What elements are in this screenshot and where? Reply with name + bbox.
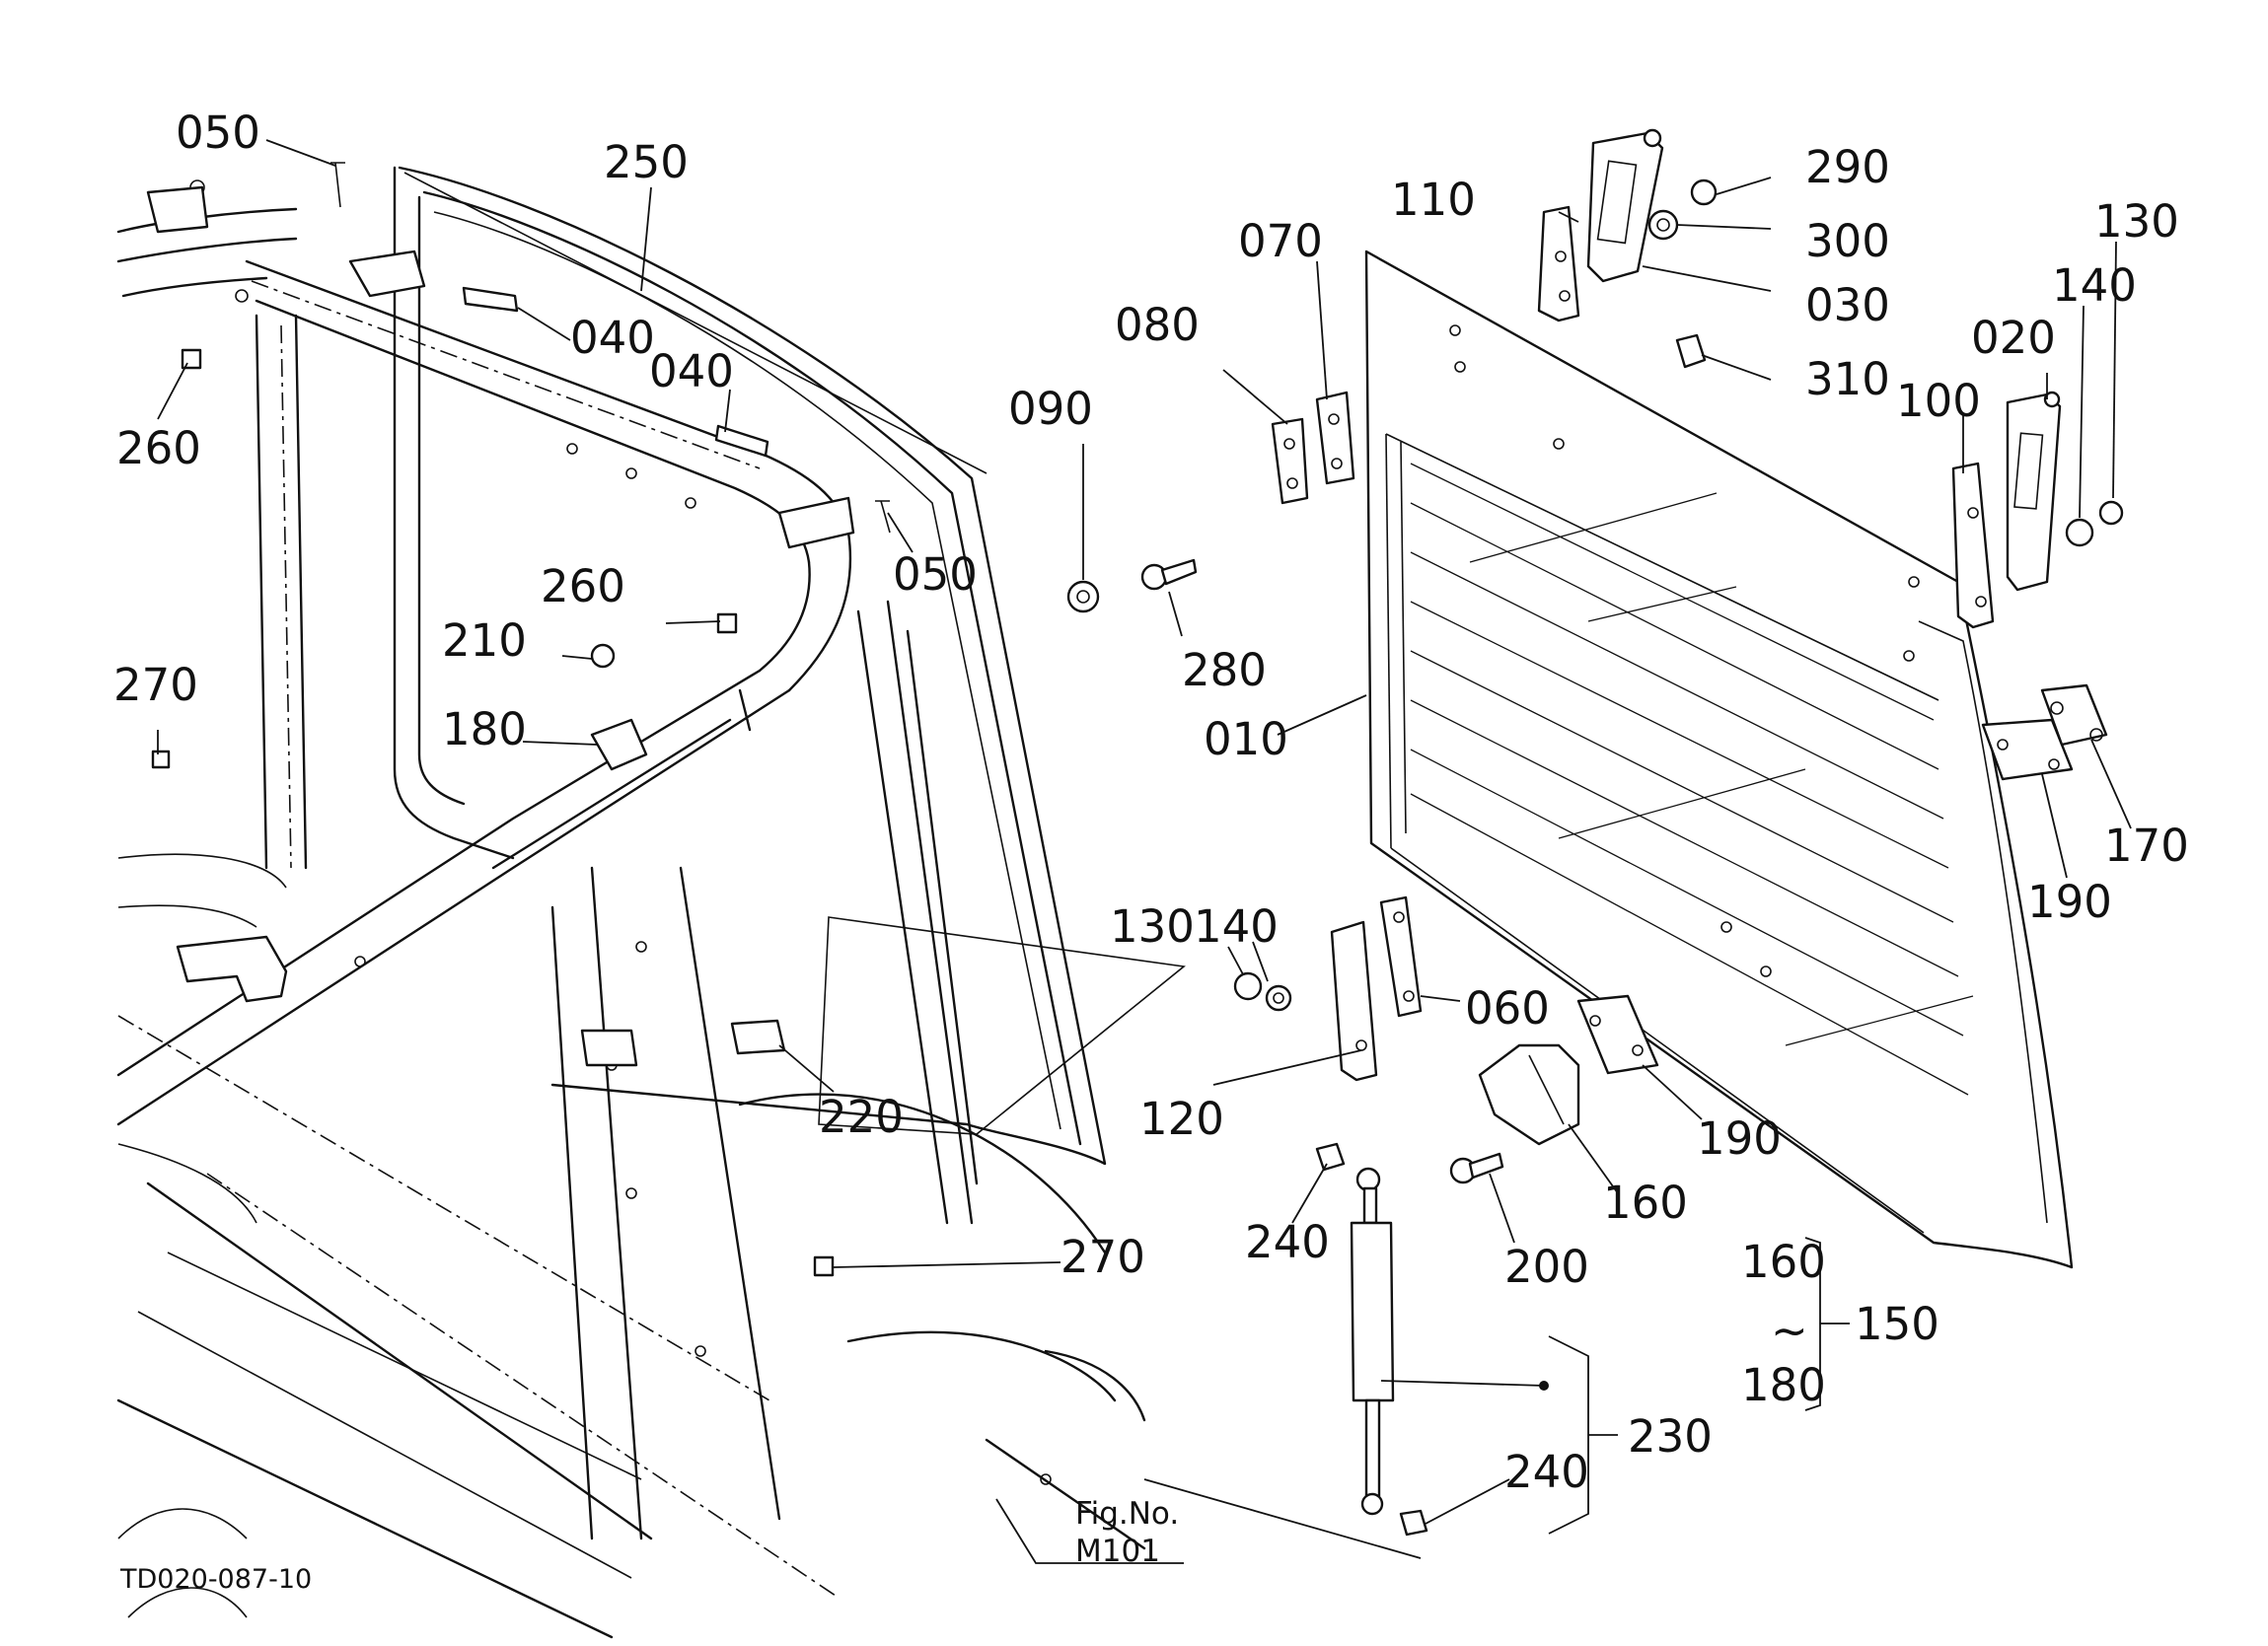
small-parts-left xyxy=(151,162,891,1277)
drawing-code: TD020-087-10 xyxy=(119,1564,312,1595)
callout-260b: 260 xyxy=(541,560,625,612)
callout-090: 090 xyxy=(1008,383,1093,435)
latch-160 xyxy=(1478,1043,1580,1146)
nut-290-washer-300 xyxy=(1647,179,1718,241)
callout-070: 070 xyxy=(1238,215,1323,267)
cap-270a xyxy=(151,750,171,769)
callout-170: 170 xyxy=(2104,820,2189,872)
callout-010: 010 xyxy=(1204,713,1288,765)
callout-230: 230 xyxy=(1628,1410,1713,1463)
hinge-bracket-020 xyxy=(2006,391,2062,592)
callout-210: 210 xyxy=(442,614,527,667)
bolt-200 xyxy=(1449,1152,1504,1184)
figure-ref-label: Fig.No. xyxy=(1075,1496,1179,1532)
callout-270a: 270 xyxy=(113,659,198,711)
bracket-180 xyxy=(590,718,648,771)
cap-270b xyxy=(813,1255,835,1277)
callout-130a: 130 xyxy=(2094,195,2179,248)
callout-050b: 050 xyxy=(893,548,978,601)
callout-110: 110 xyxy=(1391,174,1476,226)
nut-130-washer-140-upper xyxy=(2065,500,2124,547)
hinge-bracket-030 xyxy=(1586,128,1664,283)
callout-240a: 240 xyxy=(1245,1216,1330,1268)
clip-050b xyxy=(875,500,891,534)
callout-260a: 260 xyxy=(116,422,201,474)
callout-240b: 240 xyxy=(1504,1446,1589,1498)
callout-040b: 040 xyxy=(649,345,734,397)
callout-040a: 040 xyxy=(570,312,655,364)
plate-070-080 xyxy=(1271,391,1355,505)
callout-180a: 180 xyxy=(442,703,527,755)
leader-lines xyxy=(157,139,2132,1564)
callout-130b: 130 xyxy=(1110,900,1195,953)
callout-020: 020 xyxy=(1971,312,2056,364)
callout-160b: 160 xyxy=(1741,1236,1826,1288)
callout-300: 300 xyxy=(1805,215,1890,267)
callout-050a: 050 xyxy=(176,107,260,159)
spacer-110 xyxy=(1537,205,1580,322)
callout-100: 100 xyxy=(1896,375,1981,427)
callout-190b: 190 xyxy=(1697,1112,1782,1165)
callout-160a: 160 xyxy=(1603,1177,1688,1229)
figure-ref-number: M101 xyxy=(1075,1534,1160,1569)
cap-260a xyxy=(181,348,202,370)
plate-190-lower xyxy=(1576,994,1659,1075)
pin-040a xyxy=(462,286,519,313)
callout-310: 310 xyxy=(1805,353,1890,405)
gas-strut-230 xyxy=(1350,1167,1395,1516)
callout-200: 200 xyxy=(1504,1241,1589,1293)
screw-210 xyxy=(590,643,616,669)
nut-130-washer-140-lower xyxy=(1233,971,1292,1012)
pin-040b xyxy=(714,424,769,458)
rear-window-glass-250 xyxy=(398,166,1107,1166)
bracket-220 xyxy=(730,1019,786,1055)
callout-140b: 140 xyxy=(1194,900,1279,953)
callout-labels: 050 250 040 040 050 260 260 210 180 270 … xyxy=(113,107,2189,1595)
cap-260b xyxy=(716,612,738,634)
range-tilde: ~ xyxy=(1771,1305,1808,1357)
nut-090 xyxy=(1066,580,1100,613)
callout-140a: 140 xyxy=(2052,259,2137,312)
cab-frame xyxy=(116,166,1186,1639)
callout-180b: 180 xyxy=(1741,1359,1826,1411)
callout-190a: 190 xyxy=(2027,876,2112,928)
spacer-100 xyxy=(1951,462,1995,629)
door-glass-010 xyxy=(1364,250,2074,1269)
callout-250: 250 xyxy=(604,136,689,188)
callout-280: 280 xyxy=(1182,644,1267,696)
ball-stud-240 xyxy=(1315,1142,1428,1537)
callout-290: 290 xyxy=(1805,141,1890,193)
callout-060: 060 xyxy=(1465,982,1550,1035)
callout-030: 030 xyxy=(1805,279,1890,331)
callout-120: 120 xyxy=(1139,1093,1224,1145)
bolt-280 xyxy=(1140,558,1198,591)
stopper-310 xyxy=(1675,333,1707,369)
plate-060-bracket-120 xyxy=(1330,895,1423,1082)
callout-270b: 270 xyxy=(1061,1231,1145,1283)
clip-050a xyxy=(330,162,345,208)
callout-150: 150 xyxy=(1855,1298,1939,1350)
plate-190-170-upper xyxy=(1981,683,2108,781)
callout-220: 220 xyxy=(819,1091,904,1143)
callout-080: 080 xyxy=(1115,299,1200,351)
